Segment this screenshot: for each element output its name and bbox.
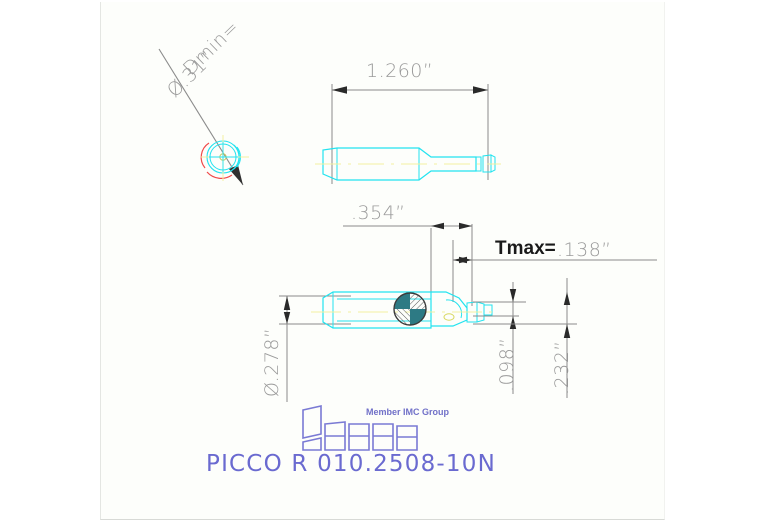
top-view-tool-body — [315, 147, 501, 181]
dmin-leader-line — [158, 48, 244, 186]
dim-232-label: .232” — [551, 340, 573, 395]
top-head-seg-1 — [475, 156, 482, 172]
tmax-label: Tmax= — [495, 238, 556, 259]
imc-group-tagline: Member IMC Group — [366, 407, 450, 417]
dim-098-label: .098” — [496, 337, 518, 392]
part-title: PICCO R 010.2508-10N — [206, 451, 496, 477]
side-insert-seg-2 — [476, 301, 485, 323]
screw-outline — [393, 292, 427, 326]
dim-232-arrow-top — [563, 292, 571, 305]
tmax-value-label: .138” — [557, 239, 612, 261]
side-head-hole — [443, 313, 455, 321]
dim-354-group — [343, 222, 473, 306]
logo-shape-r — [396, 425, 418, 451]
side-head-outline — [431, 291, 468, 327]
dim-shank-diameter-label: Ø.278” — [261, 327, 283, 397]
dim-278-group — [279, 295, 351, 402]
dim-tmax-arrow-right — [459, 256, 472, 264]
side-view-tool-body — [311, 291, 499, 329]
dim-354-arrow-right — [459, 222, 472, 230]
side-insert-tip — [483, 304, 493, 316]
top-head-seg-3 — [490, 154, 496, 173]
logo-shape-i — [302, 405, 322, 439]
logo-shape-s1 — [302, 437, 322, 451]
technical-drawing-svg — [158, 48, 657, 451]
iscar-logo[interactable] — [302, 405, 418, 451]
dim-232-group — [473, 278, 577, 398]
detail-dmin-view — [158, 48, 249, 186]
drawing-canvas[interactable]: Dmin= Ø.31” 1.260” .354” Tmax= .138” Ø.2… — [100, 2, 665, 520]
logo-shape-c — [348, 423, 370, 451]
dim-098-arrow-bottom — [509, 316, 517, 329]
dim-head-length-label: .354” — [351, 202, 406, 224]
dmin-red-arc-bottom — [206, 171, 233, 179]
logo-shape-s2 — [324, 421, 346, 451]
clamp-screw-head — [393, 292, 427, 326]
dim-098-group — [473, 282, 526, 394]
dim-278-arrow-bottom — [283, 312, 291, 324]
dim-overall-length-label: 1.260” — [366, 60, 434, 82]
side-head-arc — [445, 299, 463, 319]
dim-098-arrow-top — [509, 289, 517, 302]
dim-1260-arrow-right — [473, 86, 488, 94]
top-view-dimension — [331, 84, 489, 184]
dim-tmax-group — [452, 240, 657, 302]
dim-232-arrow-bottom — [563, 324, 571, 338]
dmin-red-arc-left — [200, 142, 210, 169]
logo-shape-a — [372, 423, 394, 451]
dim-354-arrow-left — [431, 222, 444, 230]
dim-1260-arrow-left — [332, 86, 347, 94]
dim-278-arrow-top — [283, 296, 291, 310]
dmin-circle-group — [200, 135, 249, 181]
